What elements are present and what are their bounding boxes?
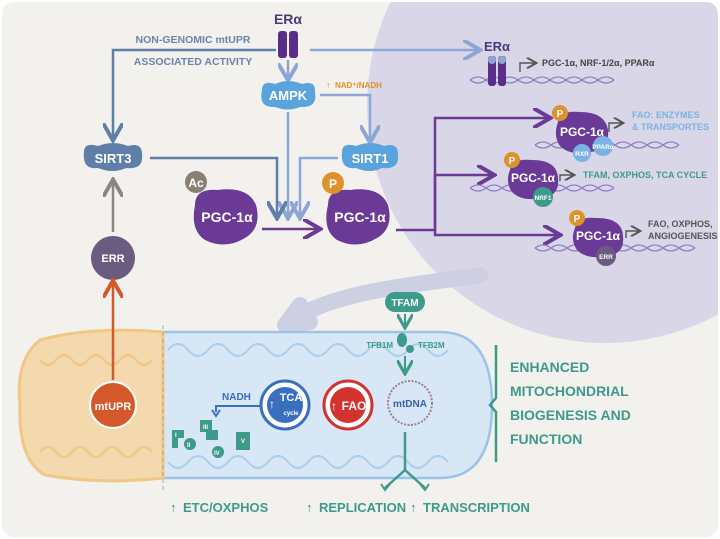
nad-ratio-label: NAD⁺/NADH	[335, 81, 382, 90]
phospho-label: P	[329, 177, 337, 191]
pgc-phosphorylated-label: PGC-1α	[334, 209, 386, 225]
fao-label: FAO	[342, 399, 367, 413]
pgc-label: PGC-1α	[511, 171, 556, 185]
transcription-start-arrow-era	[519, 63, 535, 72]
nrf1-targets: TFAM, OXPHOS, TCA CYCLE	[583, 170, 707, 180]
transcription-label: TRANSCRIPTION	[423, 500, 530, 515]
tfb1m-node	[397, 333, 407, 347]
ampk-label: AMPK	[269, 88, 308, 103]
tfam-node	[385, 292, 425, 312]
transcription-up-arrow-icon: ↑	[410, 500, 417, 515]
err-label: ERR	[599, 254, 613, 261]
sirt3-label: SIRT3	[95, 151, 132, 166]
non-genomic-label-line1: NON-GENOMIC mtUPR	[136, 34, 251, 46]
tfb2m-node	[406, 345, 414, 353]
cristae	[167, 343, 449, 469]
etc-up-arrow-icon: ↑	[170, 500, 177, 515]
complex-i-label: I	[175, 433, 177, 439]
fao-node	[330, 387, 366, 423]
tca-up-arrow-icon: ↑	[269, 397, 275, 411]
era-membrane-label: ERα	[274, 11, 302, 27]
err-targets-line2: ANGIOGENESIS	[648, 231, 718, 241]
sirt3-node	[83, 143, 143, 171]
non-genomic-label-line2: ASSOCIATED ACTIVITY	[134, 56, 252, 68]
replication-up-arrow-icon: ↑	[306, 500, 313, 515]
tca-label: TCA	[280, 392, 303, 404]
phospho-label: P	[509, 156, 516, 167]
tfam-label: TFAM	[391, 298, 418, 309]
etc-complexes-icon: III I II IV V	[172, 420, 250, 458]
nucleus-region	[367, 2, 718, 343]
transcription-start-arrow-1	[608, 123, 622, 132]
err-targets-line1: FAO, OXPHOS,	[648, 219, 713, 229]
complex-ii-label: II	[187, 443, 191, 449]
era-membrane-receptor-icon	[278, 31, 298, 58]
mtdna-label: mtDNA	[393, 399, 427, 410]
complex-iii-label: III	[203, 425, 208, 431]
phospho-badge	[552, 105, 568, 121]
rxr-label: RXR	[575, 151, 589, 158]
transcription-start-arrow-3	[625, 231, 639, 238]
ampk-to-sirt1-arrow	[320, 93, 370, 140]
ampk-node	[261, 81, 316, 110]
nucleus-to-mitochondria-arrow	[277, 267, 488, 333]
mtupr-node	[89, 381, 137, 429]
era-nuclear-label: ERα	[484, 39, 510, 54]
era-nuclear-receptor-icon	[488, 56, 506, 86]
ppar-targets-line2: & TRANSPORTES	[632, 122, 709, 132]
phospho-label: P	[574, 214, 581, 225]
ppara-label: PPARα	[592, 144, 614, 151]
pgc-label: PGC-1α	[576, 229, 621, 243]
pgc-nrf1-complex: P PGC-1α NRF1	[504, 152, 559, 207]
pgc-to-err-arrow	[433, 175, 558, 235]
tfb1m-label: TFB1M	[366, 341, 393, 350]
outcome-line2: MITOCHONDRIAL	[510, 383, 629, 399]
ppar-targets-line1: FAO: ENZYMES	[632, 110, 700, 120]
mtupr-label: mtUPR	[95, 401, 132, 413]
phospho-label: P	[557, 109, 564, 120]
mtdna-circle-icon	[387, 380, 433, 426]
fao-up-arrow-icon: ↑	[331, 399, 337, 413]
nadh-label: NADH	[222, 392, 251, 403]
replication-label: REPLICATION	[319, 500, 406, 515]
sirt1-label: SIRT1	[352, 151, 389, 166]
nadh-to-etc-arrow	[215, 405, 260, 412]
sirt3-to-pgc-arrow	[150, 156, 277, 216]
nad-up-arrow-icon: ↑	[326, 80, 331, 90]
tfb2m-label: TFB2M	[418, 341, 445, 350]
tca-sub-label: cycle	[283, 411, 299, 417]
outcome-line3: BIOGENESIS AND	[510, 407, 631, 423]
pgc-acetylated-label: PGC-1α	[201, 209, 253, 225]
sirt1-node	[341, 143, 399, 171]
etc-oxphos-label: ETC/OXPHOS	[183, 500, 269, 515]
pgc-err-complex: P PGC-1α ERR	[569, 210, 624, 266]
sirt1-to-pgc-arrow	[300, 156, 338, 216]
pgc-phosphorylated-node	[326, 189, 390, 245]
err-node	[91, 236, 135, 280]
complex-v-label: V	[241, 439, 245, 445]
outcome-line4: FUNCTION	[510, 431, 582, 447]
outcome-text: ENHANCED MITOCHONDRIAL BIOGENESIS AND FU…	[510, 359, 631, 447]
pgc-acetylated-node	[193, 189, 258, 245]
era-targets: PGC-1α, NRF-1/2α, PPARα	[542, 58, 655, 68]
tca-cycle-node	[267, 387, 303, 423]
err-label: ERR	[101, 253, 124, 265]
era-to-sirt3-arrow	[113, 48, 276, 138]
acetyl-badge	[185, 171, 207, 193]
pgc-label: PGC-1α	[560, 125, 605, 139]
pgc-ppar-complex: P PGC-1α RXR PPARα	[552, 105, 614, 162]
outcome-bracket	[488, 345, 498, 462]
outcome-line1: ENHANCED	[510, 359, 589, 375]
nrf1-label: NRF1	[535, 195, 552, 202]
complex-iv-label: IV	[214, 451, 220, 457]
transcription-start-arrow-2	[559, 175, 573, 181]
phospho-badge	[322, 172, 344, 194]
acetyl-label: Ac	[188, 176, 204, 190]
